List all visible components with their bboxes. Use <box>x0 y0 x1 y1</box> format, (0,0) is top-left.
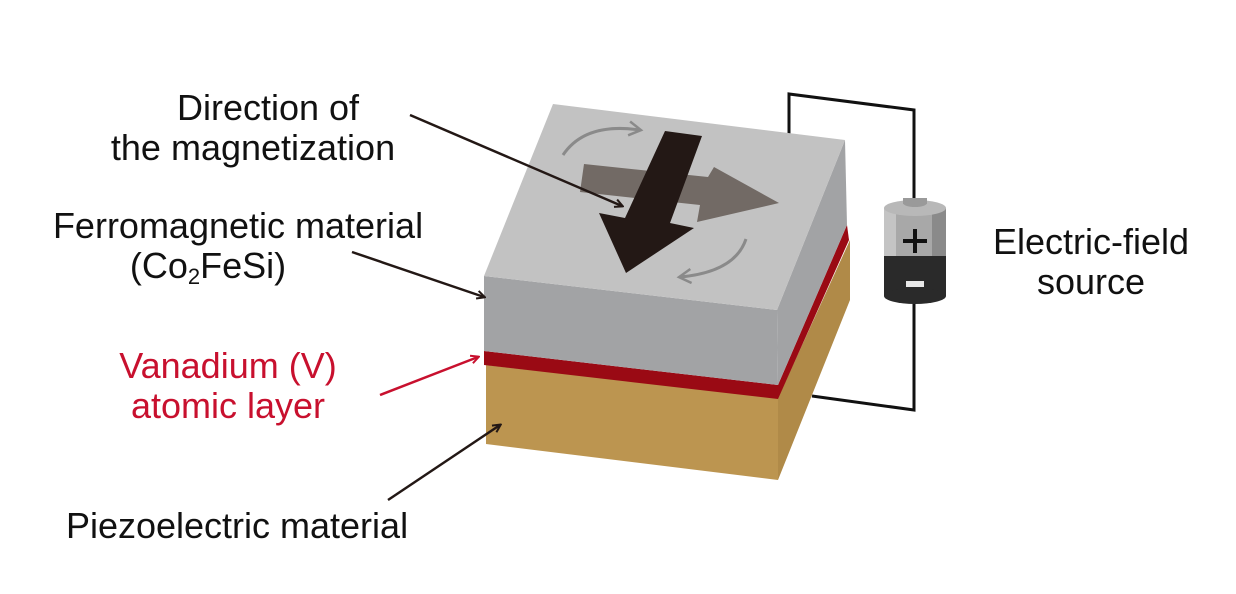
label-magnetization-line2: the magnetization <box>110 127 396 168</box>
label-ferromagnetic-formula: (Co2FeSi) <box>0 245 464 289</box>
label-magnetization: Direction of the magnetization <box>111 87 418 168</box>
circuit-wire <box>787 92 916 412</box>
leader-magnetization <box>409 113 622 206</box>
piezoelectric-layer <box>486 240 850 480</box>
leader-vanadium <box>379 357 478 397</box>
formula-subscript: 2 <box>187 264 201 289</box>
leader-ferromagnetic <box>351 250 484 297</box>
label-piezoelectric: Piezoelectric material <box>22 506 452 546</box>
label-ferromagnetic: Ferromagnetic material (Co2FeSi) <box>12 205 464 288</box>
label-vanadium-line2: atomic layer <box>130 385 326 426</box>
label-vanadium: Vanadium (V) atomic layer <box>78 346 378 426</box>
vanadium-layer <box>484 225 849 399</box>
label-magnetization-line1: Direction of <box>176 87 360 128</box>
formula-part: (Co <box>129 245 188 286</box>
label-ferromagnetic-line1: Ferromagnetic material <box>52 205 424 246</box>
rotation-arrow-icon <box>561 128 640 156</box>
label-source-line1: Electric-field <box>992 221 1190 262</box>
label-piezo-text: Piezoelectric material <box>65 505 409 546</box>
label-electric-field-source: Electric-field source <box>956 222 1226 302</box>
label-vanadium-line1: Vanadium (V) <box>119 345 337 386</box>
leader-piezo <box>387 425 500 502</box>
formula-part: FeSi) <box>200 245 287 286</box>
magnetization-arrow-switched <box>599 131 702 273</box>
label-source-line2: source <box>1036 261 1146 302</box>
battery-icon <box>884 198 946 304</box>
rotation-arrow-icon <box>680 238 748 277</box>
